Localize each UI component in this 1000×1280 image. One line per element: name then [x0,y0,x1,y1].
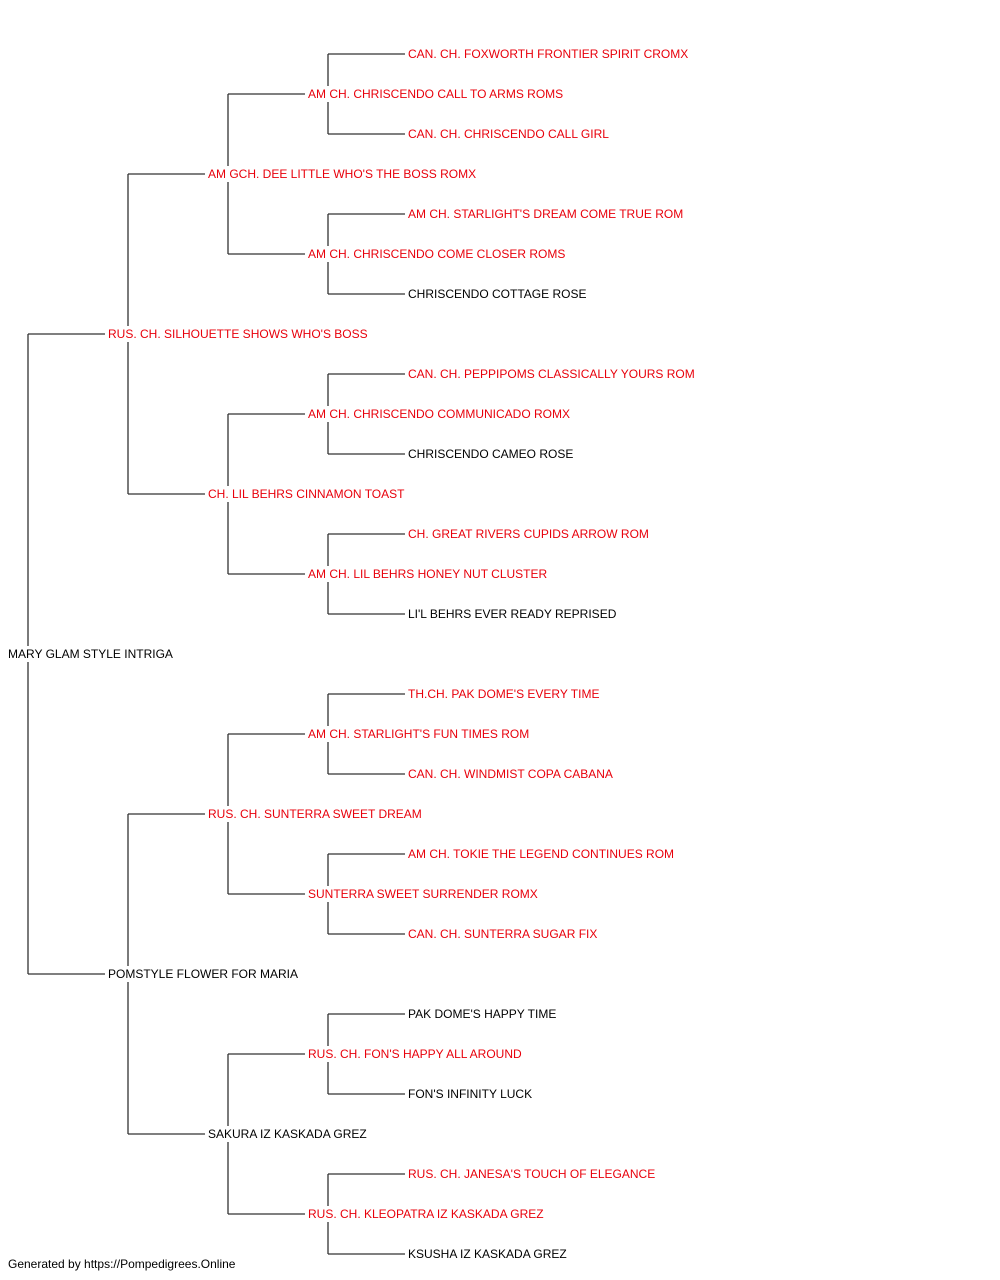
dog-name-gen-4: CAN. CH. WINDMIST COPA CABANA [408,767,613,781]
dog-name-gen-4: FON'S INFINITY LUCK [408,1087,532,1101]
dog-name-gen-1: POMSTYLE FLOWER FOR MARIA [108,967,298,981]
dog-name-gen-2: AM GCH. DEE LITTLE WHO'S THE BOSS ROMX [208,167,476,181]
dog-name-gen-4: CHRISCENDO COTTAGE ROSE [408,287,586,301]
dog-name-gen-3: SUNTERRA SWEET SURRENDER ROMX [308,887,538,901]
dog-name-gen-2: CH. LIL BEHRS CINNAMON TOAST [208,487,405,501]
dog-name-gen-4: KSUSHA IZ KASKADA GREZ [408,1247,567,1261]
dog-name-gen-2: RUS. CH. SUNTERRA SWEET DREAM [208,807,422,821]
dog-name-gen-4: CH. GREAT RIVERS CUPIDS ARROW ROM [408,527,649,541]
dog-name-gen-4: CAN. CH. CHRISCENDO CALL GIRL [408,127,609,141]
dog-name-gen-3: AM CH. STARLIGHT'S FUN TIMES ROM [308,727,529,741]
dog-name-gen-4: RUS. CH. JANESA'S TOUCH OF ELEGANCE [408,1167,655,1181]
dog-name-gen-4: PAK DOME'S HAPPY TIME [408,1007,556,1021]
dog-name-gen-3: RUS. CH. FON'S HAPPY ALL AROUND [308,1047,522,1061]
dog-name-gen-4: LI'L BEHRS EVER READY REPRISED [408,607,617,621]
dog-name-gen-4: CAN. CH. SUNTERRA SUGAR FIX [408,927,597,941]
dog-name-gen-4: TH.CH. PAK DOME'S EVERY TIME [408,687,599,701]
dog-name-gen-0: MARY GLAM STYLE INTRIGA [8,647,173,661]
dog-name-gen-4: AM CH. STARLIGHT'S DREAM COME TRUE ROM [408,207,683,221]
dog-name-gen-1: RUS. CH. SILHOUETTE SHOWS WHO'S BOSS [108,327,368,341]
dog-name-gen-4: AM CH. TOKIE THE LEGEND CONTINUES ROM [408,847,674,861]
dog-name-gen-2: SAKURA IZ KASKADA GREZ [208,1127,367,1141]
dog-name-gen-3: RUS. CH. KLEOPATRA IZ KASKADA GREZ [308,1207,544,1221]
dog-name-gen-3: AM CH. CHRISCENDO COME CLOSER ROMS [308,247,565,261]
footer-credit: Generated by https://Pompedigrees.Online [8,1257,236,1271]
dog-name-gen-4: CAN. CH. FOXWORTH FRONTIER SPIRIT CROMX [408,47,688,61]
dog-name-gen-3: AM CH. LIL BEHRS HONEY NUT CLUSTER [308,567,547,581]
dog-name-gen-4: CAN. CH. PEPPIPOMS CLASSICALLY YOURS ROM [408,367,695,381]
dog-name-gen-4: CHRISCENDO CAMEO ROSE [408,447,573,461]
dog-name-gen-3: AM CH. CHRISCENDO CALL TO ARMS ROMS [308,87,563,101]
dog-name-gen-3: AM CH. CHRISCENDO COMMUNICADO ROMX [308,407,570,421]
